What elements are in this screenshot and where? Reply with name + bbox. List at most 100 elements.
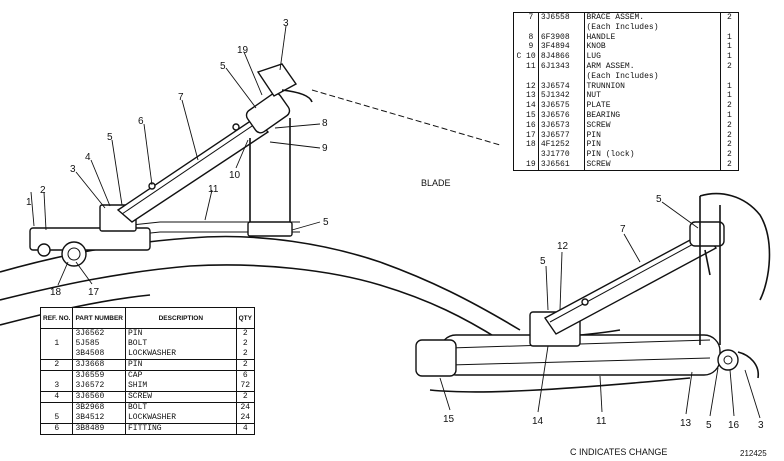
part-number — [538, 71, 585, 82]
callout-1: 1 — [26, 197, 32, 208]
table-header-row: REF. NO. PART NUMBER DESCRIPTION QTY — [40, 307, 255, 329]
quantity: 2 — [236, 359, 255, 371]
part-number: 3J6576 — [538, 110, 585, 121]
ref-number: 9 — [523, 42, 539, 53]
quantity: 2 — [727, 13, 732, 23]
part-number: 3B4508 — [72, 349, 126, 360]
ref-number: 13 — [523, 91, 539, 102]
description: CAP — [125, 370, 237, 381]
part-number: 3B2968 — [72, 402, 126, 413]
part-number: 4F1252 — [538, 140, 585, 151]
part-number: 3J6572 — [72, 381, 126, 392]
quantity: 2 — [236, 391, 255, 403]
quantity: 1 — [727, 42, 732, 52]
change-mark — [514, 121, 524, 131]
description: (Each Includes) — [584, 22, 721, 33]
quantity: 2 — [727, 140, 732, 150]
description: BEARING — [584, 110, 721, 121]
header-qty: QTY — [236, 307, 255, 329]
quantity: 1 — [727, 81, 732, 91]
description: (Each Includes) — [584, 71, 721, 82]
ref-number: 11 — [523, 61, 539, 72]
ref-number: 8 — [523, 32, 539, 43]
ref-number: 6 — [40, 423, 74, 435]
part-number: 3J6573 — [538, 120, 585, 131]
part-number: 3J6558 — [538, 12, 585, 23]
callout-11: 11 — [208, 184, 219, 195]
description: SCREW — [584, 159, 721, 171]
callout-6: 6 — [138, 116, 144, 127]
part-number: 3J3668 — [72, 359, 126, 371]
quantity — [720, 72, 738, 82]
change-mark — [514, 131, 524, 141]
ref-number: 4 — [40, 391, 74, 403]
ref-number: 1 — [40, 339, 74, 349]
description: PLATE — [584, 101, 721, 111]
parts-table-bottom: REF. NO. PART NUMBER DESCRIPTION QTY 3J6… — [40, 307, 255, 435]
ref-number: 19 — [523, 159, 539, 171]
description: PIN — [125, 359, 237, 371]
callout-3: 3 — [70, 164, 76, 175]
quantity: 2 — [236, 349, 255, 360]
part-number: 5J585 — [72, 339, 126, 349]
ref-number: 18 — [523, 140, 539, 151]
header-part-number: PART NUMBER — [72, 307, 126, 329]
callout-5-mid: 5 — [323, 217, 329, 228]
callout-3-top: 3 — [283, 18, 289, 29]
callout-2: 2 — [40, 185, 46, 196]
description: PIN — [125, 328, 237, 339]
change-mark — [514, 150, 524, 160]
quantity: 2 — [727, 160, 732, 170]
description: SHIM — [125, 381, 237, 392]
part-number: 3J6559 — [72, 370, 126, 381]
callout-11-right: 11 — [596, 416, 607, 427]
change-mark — [514, 42, 524, 52]
quantity: 2 — [727, 62, 732, 72]
blade-label: BLADE — [421, 178, 451, 188]
callout-5-right-bottom: 5 — [706, 420, 712, 431]
quantity: 1 — [727, 52, 732, 62]
change-mark — [514, 140, 524, 150]
table-row: (Each Includes) — [514, 22, 739, 33]
quantity: 72 — [236, 381, 255, 392]
quantity: 2 — [242, 339, 248, 349]
part-number: 3J6560 — [72, 391, 126, 403]
callout-7: 7 — [178, 92, 184, 103]
change-mark — [514, 101, 524, 111]
callout-5-top: 5 — [220, 61, 226, 72]
callout-16: 16 — [728, 420, 740, 431]
callout-3-right: 3 — [758, 420, 764, 431]
change-mark — [514, 111, 524, 121]
figure-number: 212425 — [740, 449, 767, 458]
quantity: 1 — [727, 91, 732, 101]
header-description: DESCRIPTION — [125, 307, 237, 329]
description: LUG — [584, 52, 721, 62]
quantity: 2 — [727, 101, 732, 111]
ref-number — [40, 328, 74, 339]
right-arm-assembly — [415, 192, 771, 393]
table-row: (Each Includes) — [514, 71, 739, 82]
description: SCREW — [125, 391, 237, 403]
change-mark — [514, 33, 524, 43]
description: HANDLE — [584, 32, 721, 43]
quantity — [720, 23, 738, 33]
callout-15: 15 — [443, 414, 455, 425]
header-ref-no: REF. NO. — [40, 307, 74, 329]
callout-10: 10 — [229, 170, 241, 181]
